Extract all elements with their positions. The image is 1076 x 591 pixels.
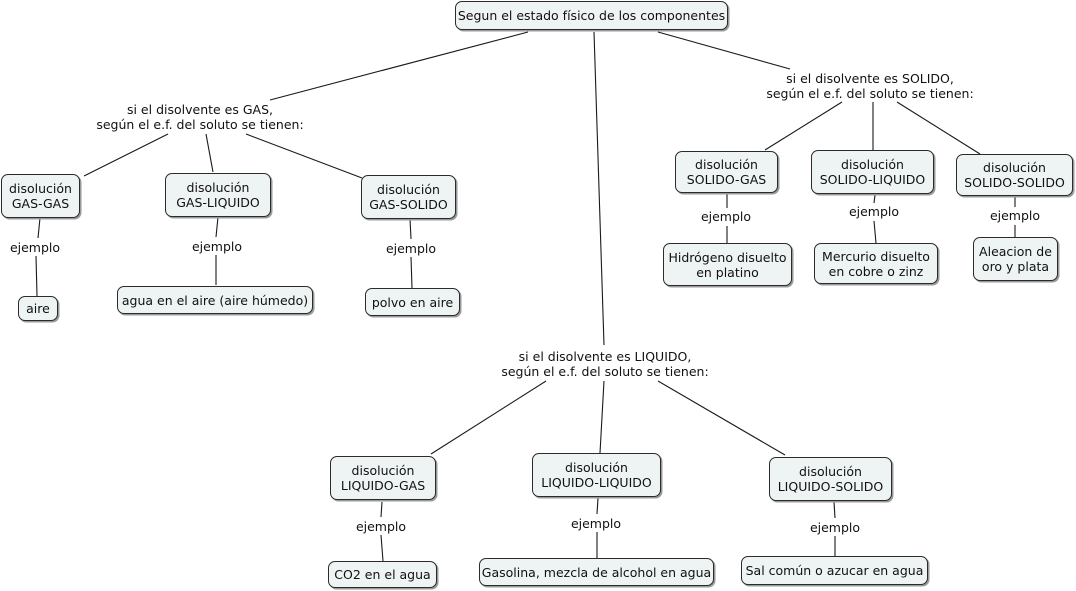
- ejemplo-label: ejemplo: [989, 208, 1041, 223]
- ejemplo-label: ejemplo: [809, 520, 861, 535]
- concept-liquido-gas[interactable]: disolución LIQUIDO-GAS: [330, 456, 436, 500]
- example-hidrogeno-platino[interactable]: Hidrógeno disuelto en platino: [663, 243, 792, 286]
- concept-gas-gas[interactable]: disolución GAS-GAS: [1, 174, 80, 218]
- concept-gas-liquido[interactable]: disolución GAS-LIQUIDO: [165, 173, 271, 217]
- concept-liquido-liquido[interactable]: disolución LIQUIDO-LIQUIDO: [532, 453, 661, 497]
- ejemplo-label: ejemplo: [385, 241, 437, 256]
- example-polvo-en-aire[interactable]: polvo en aire: [365, 288, 460, 316]
- ejemplo-label: ejemplo: [191, 239, 243, 254]
- concept-solido-solido[interactable]: disolución SOLIDO-SOLIDO: [956, 154, 1073, 196]
- example-aleacion-oro-plata[interactable]: Aleacion de oro y plata: [973, 237, 1058, 281]
- linking-phrase-solido: si el disolvente es SOLIDO, según el e.f…: [766, 71, 974, 101]
- example-sal-azucar[interactable]: Sal común o azucar en agua: [741, 556, 928, 585]
- ejemplo-label: ejemplo: [355, 519, 407, 534]
- root-concept[interactable]: Segun el estado físico de los componente…: [455, 1, 728, 30]
- concept-liquido-solido[interactable]: disolución LIQUIDO-SOLIDO: [769, 457, 892, 501]
- example-gasolina-alcohol[interactable]: Gasolina, mezcla de alcohol en agua: [479, 558, 714, 586]
- example-co2-agua[interactable]: CO2 en el agua: [328, 561, 437, 588]
- linking-phrase-gas: si el disolvente es GAS, según el e.f. d…: [96, 102, 304, 132]
- example-aire[interactable]: aire: [18, 296, 58, 321]
- concept-solido-gas[interactable]: disolución SOLIDO-GAS: [675, 151, 778, 193]
- ejemplo-label: ejemplo: [570, 516, 622, 531]
- example-agua-en-aire[interactable]: agua en el aire (aire húmedo): [117, 286, 313, 314]
- linking-phrase-liquido: si el disolvente es LIQUIDO, según el e.…: [501, 349, 709, 379]
- concept-solido-liquido[interactable]: disolución SOLIDO-LIQUIDO: [811, 150, 934, 194]
- ejemplo-label: ejemplo: [700, 209, 752, 224]
- ejemplo-label: ejemplo: [9, 240, 61, 255]
- ejemplo-label: ejemplo: [848, 204, 900, 219]
- concept-gas-solido[interactable]: disolución GAS-SOLIDO: [361, 175, 456, 219]
- example-mercurio-cobre[interactable]: Mercurio disuelto en cobre o zinz: [814, 243, 938, 284]
